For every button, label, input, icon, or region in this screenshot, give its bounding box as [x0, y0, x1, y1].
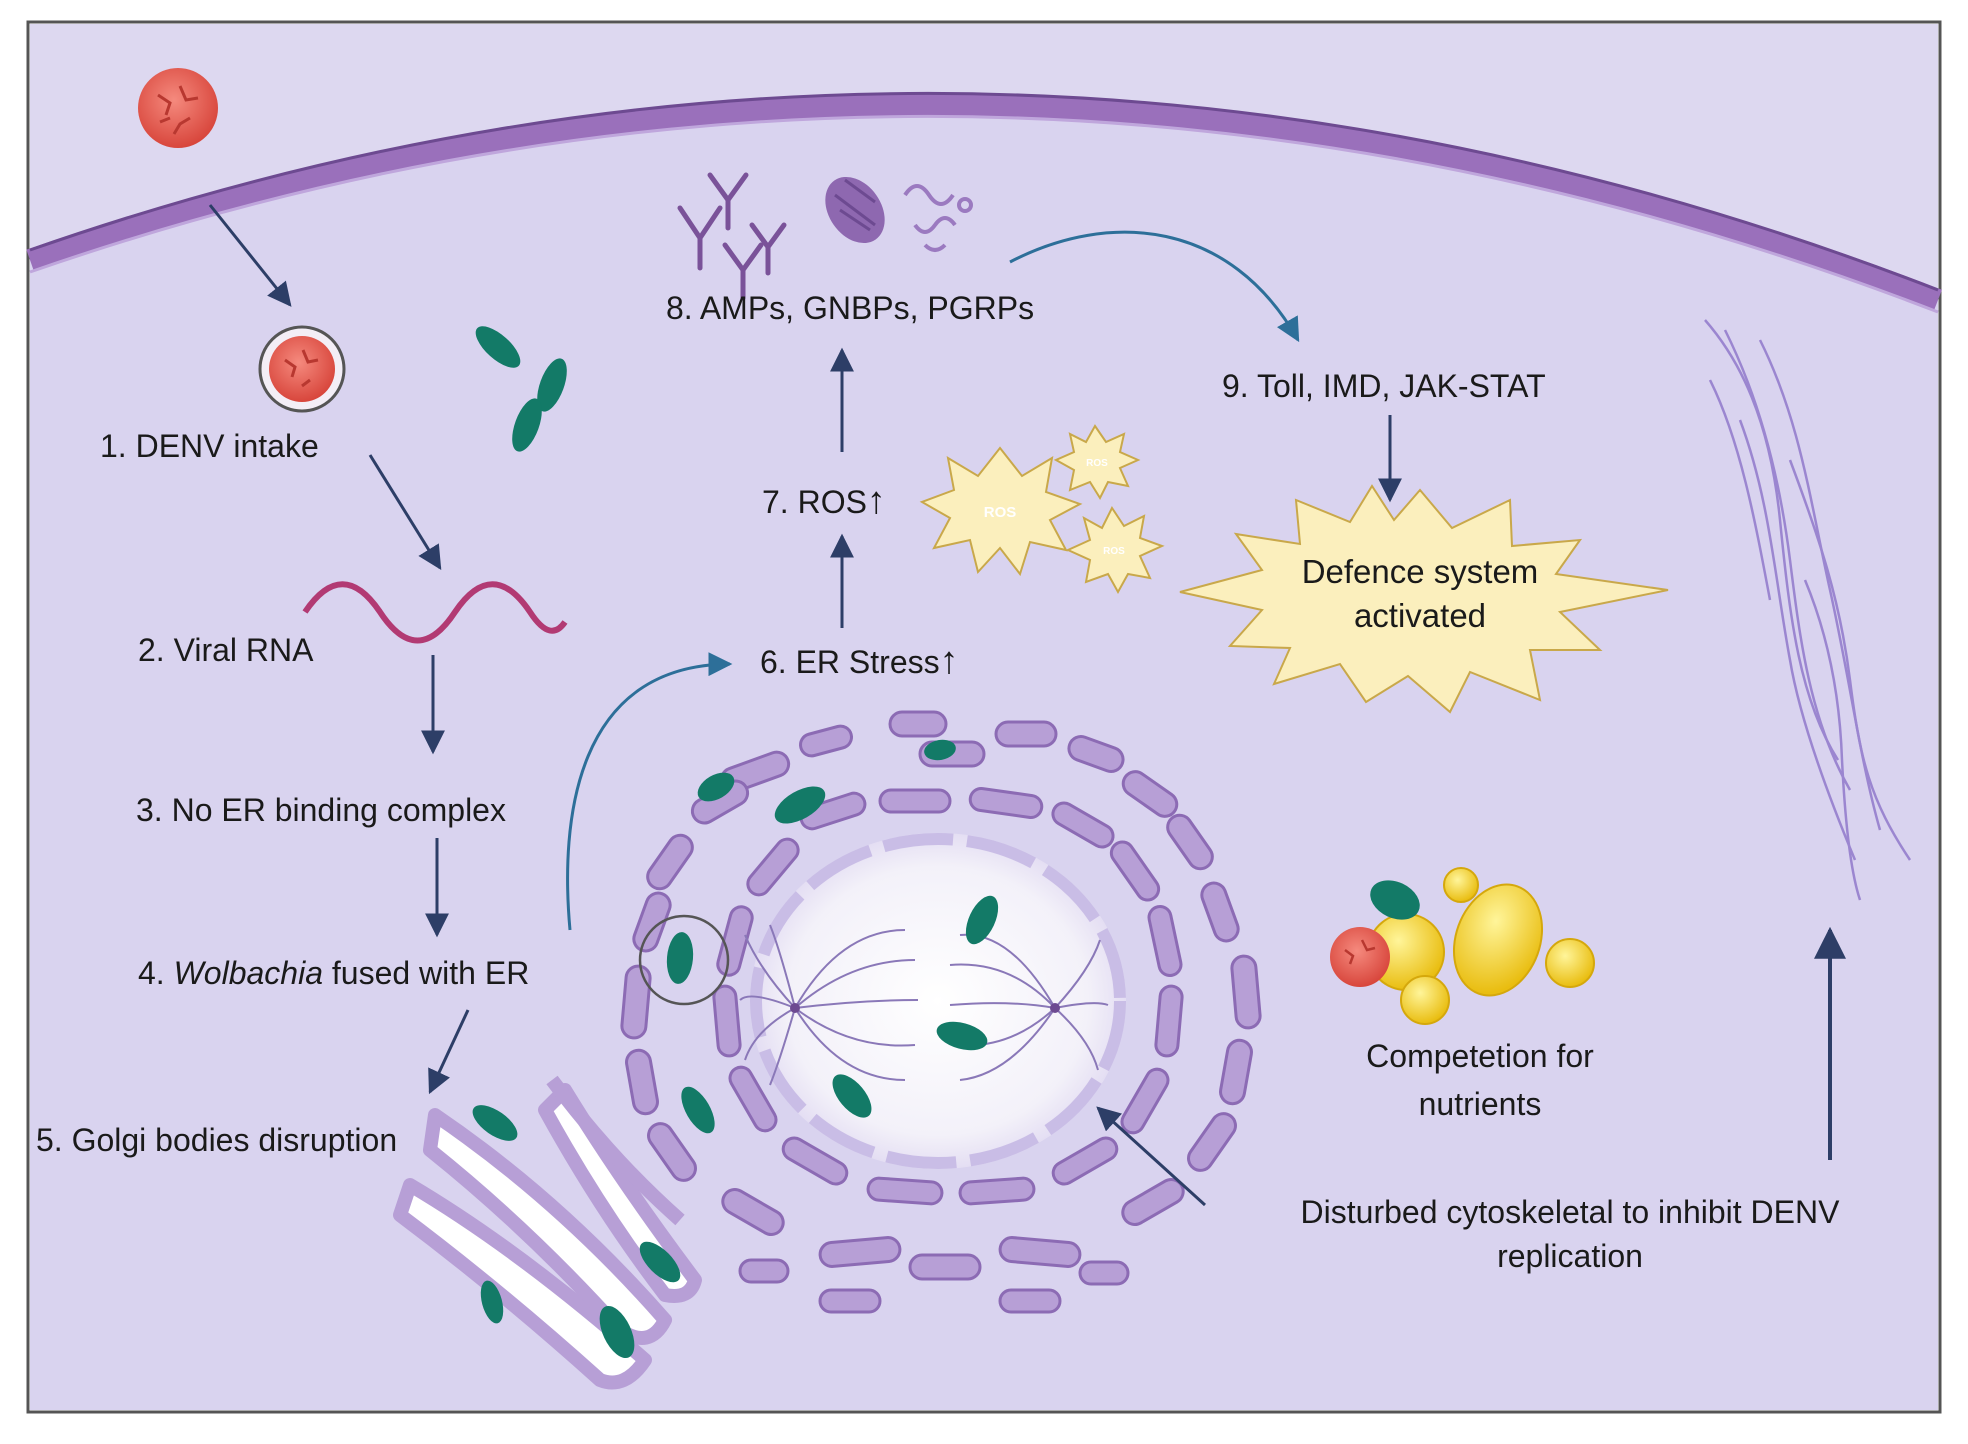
up-arrow-icon: ↑ — [939, 640, 959, 682]
nucleus-icon — [750, 833, 1126, 1169]
defence-label: Defence system activated — [1270, 550, 1570, 638]
endosome-icon — [258, 325, 346, 413]
gnbp-icon — [825, 176, 885, 244]
step-3-label: 3. No ER binding complex — [136, 792, 506, 828]
ros-burst-icon: ROS — [1053, 424, 1141, 501]
defence-star-icon — [1179, 484, 1669, 714]
denv-virus-icon — [138, 68, 218, 148]
svg-text:ROS: ROS — [984, 504, 1017, 521]
cell-membrane — [26, 93, 1942, 311]
step-6-label: 6. ER Stress↑ — [760, 640, 959, 683]
defence-line-2: activated — [1353, 597, 1487, 634]
cytoskeleton-line-1: Disturbed cytoskeletal to inhibit DENV — [1300, 1194, 1840, 1230]
step-1-label: 1. DENV intake — [100, 428, 319, 464]
antibody-icon — [677, 172, 787, 301]
golgi-icon — [393, 1075, 702, 1390]
spindle-icon — [739, 924, 1109, 1086]
step-6-text: 6. ER Stress — [760, 644, 940, 680]
cytoskeleton-label: Disturbed cytoskeletal to inhibit DENV r… — [1230, 1190, 1910, 1278]
cytoskeleton-fiber-icon — [1704, 319, 1912, 901]
svg-text:ROS: ROS — [1086, 458, 1108, 469]
extracellular-space — [30, 24, 1938, 300]
viral-rna-icon — [302, 581, 568, 644]
nutrient-icon — [1330, 867, 1595, 1025]
step-9-label: 9. Toll, IMD, JAK-STAT — [1222, 368, 1546, 404]
step-4-label: 4. Wolbachia fused with ER — [138, 955, 529, 992]
endoplasmic-reticulum-inner — [712, 787, 1184, 1206]
step-7-label: 7. ROS↑ — [762, 480, 886, 523]
step-4-number: 4. — [138, 955, 165, 991]
step-5-label: 5. Golgi bodies disruption — [36, 1122, 398, 1158]
step-7-text: 7. ROS — [762, 484, 867, 520]
defence-line-1: Defence system — [1301, 553, 1539, 590]
step-4-rest: fused with ER — [331, 955, 530, 991]
competition-label: Competetion for nutrients — [1310, 1032, 1650, 1128]
competition-line-1: Competetion for — [1366, 1038, 1594, 1074]
ros-burst-icon: ROS — [919, 446, 1083, 577]
endoplasmic-reticulum — [620, 710, 1262, 1314]
step-4-italic: Wolbachia — [173, 955, 323, 991]
wolbachia-icon — [666, 739, 999, 1134]
cytoskeleton-line-2: replication — [1497, 1238, 1643, 1274]
cell-membrane-outer — [29, 91, 1939, 292]
up-arrow-icon: ↑ — [866, 480, 886, 522]
step-2-label: 2. Viral RNA — [138, 632, 314, 668]
step-8-label: 8. AMPs, GNBPs, PGRPs — [666, 290, 1035, 326]
wolbachia-icon — [475, 326, 567, 452]
svg-text:ROS: ROS — [1103, 546, 1125, 557]
ros-burst-icon: ROS — [1065, 506, 1165, 595]
pgrp-icon — [903, 184, 973, 252]
fusion-highlight-icon — [638, 914, 730, 1006]
cell-membrane-inner — [29, 114, 1939, 314]
competition-line-2: nutrients — [1418, 1086, 1542, 1122]
